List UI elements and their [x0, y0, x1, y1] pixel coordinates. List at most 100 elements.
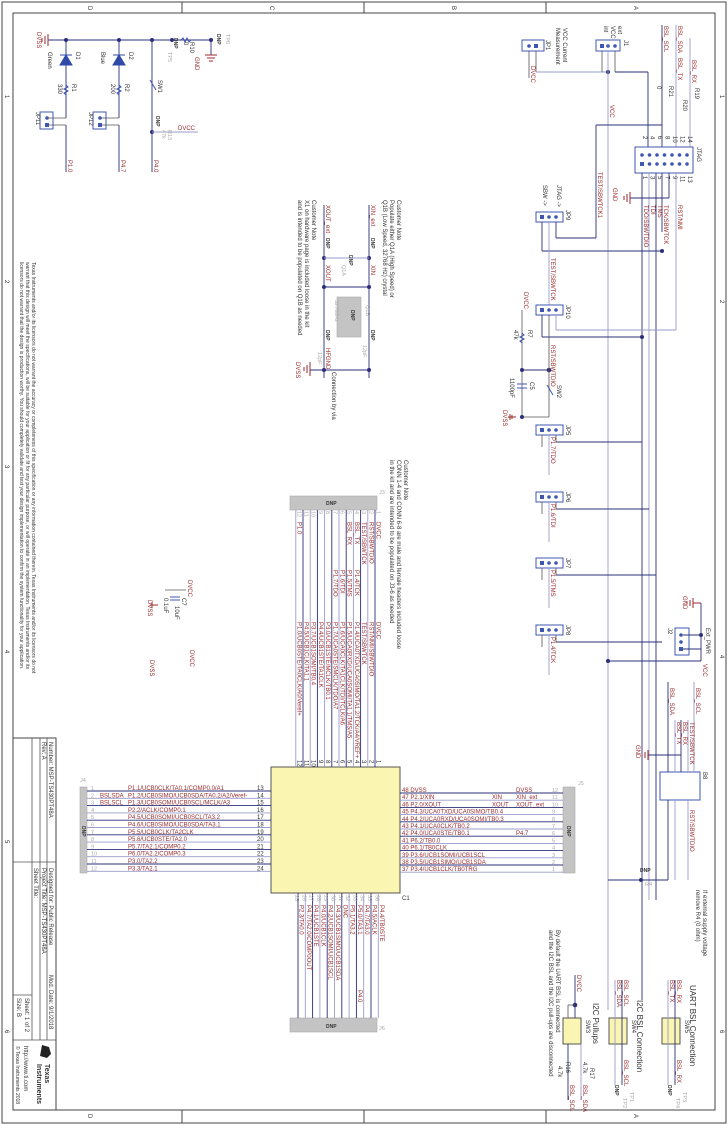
- schematic-label: GND: [611, 188, 617, 202]
- header-pin-number: 3: [552, 853, 555, 859]
- schematic-label: Texas: [43, 1064, 50, 1083]
- pin-number: 32: [344, 895, 350, 901]
- jumper-net-label: P1.6/TDI: [549, 504, 555, 528]
- schematic-stroke: [613, 44, 617, 48]
- schematic-stroke: JP5P1.7/TDOJP6P1.6/TDIJP7P1.5/TMSJP8P1.4…: [535, 424, 662, 675]
- pin-label: P1.4/UCA0TXD/UCA0SIMO/TA1.2/TCK/A4/VREF+: [353, 622, 359, 759]
- pin-label: RST/NMI/SBWTDIO: [367, 622, 373, 677]
- jumper-label: JP5: [564, 425, 570, 436]
- schematic-label: TCK/SBWTCK: [662, 205, 668, 244]
- jumper-pin: [547, 561, 551, 565]
- pin-label: 42 P4.0/UCA0STE/TB0.1: [402, 831, 470, 837]
- header-pin-number: 2: [91, 793, 94, 799]
- schematic-label: DVSS: [146, 600, 152, 616]
- schematic-label: DNP: [565, 826, 571, 837]
- jtag-pin-number: 10: [671, 136, 677, 143]
- pin-label: 41 P6.2/TB0.0: [402, 838, 441, 844]
- schematic-label: C5: [528, 382, 534, 390]
- schematic-label: DNP: [640, 868, 651, 874]
- jtag-pin-number: 5: [656, 176, 662, 180]
- pin-label: 48 DVSS: [402, 788, 427, 794]
- pin-number: 13: [257, 786, 264, 792]
- pin-label: P3.3/TA2.1: [128, 866, 158, 872]
- jtag-pin-number: 8: [664, 136, 670, 140]
- rev: Rev: A: [40, 742, 46, 760]
- crystal-q1b: [336, 296, 362, 338]
- d1-color: Green: [46, 52, 52, 69]
- pin-number: 5: [346, 760, 352, 764]
- schematic-stroke: [554, 215, 558, 219]
- schematic-label: DNP: [215, 34, 221, 45]
- pin-number: 9: [317, 760, 323, 764]
- schematic-label: BSL_SCL: [568, 1085, 574, 1112]
- jtag-pin-number: 6: [656, 136, 662, 140]
- d2-label: D2: [127, 52, 133, 60]
- header-j6: [289, 1017, 378, 1033]
- schematic-stroke: [640, 335, 644, 339]
- schematic-label: TMS: [656, 205, 662, 218]
- zone-row-4-right: 4: [718, 655, 724, 659]
- pin-label: P4.4/TB0STE: [378, 905, 384, 942]
- jtag-pin: [670, 153, 674, 157]
- schematic-stroke: [534, 44, 538, 48]
- header-j3: [289, 495, 378, 511]
- schematic-stroke: [679, 647, 683, 651]
- schematic-label: Q1B: [364, 305, 370, 316]
- schematic-label: BSL_SCL: [622, 1060, 628, 1087]
- schematic-label: TEST/SBWTCK: [549, 258, 555, 301]
- schematic-label: VCC Current: [561, 28, 567, 63]
- header-pin-number: 10: [552, 802, 558, 808]
- pin-label: 38 P3.5/UCB1SIMO/UCB1SDA: [402, 860, 486, 866]
- schematic-label: int: [602, 26, 608, 33]
- led-icon: [112, 54, 126, 66]
- pin-label: P4.5/ACLK: [371, 905, 377, 935]
- pin-label: P5.6/UCB0STE/TA2.0: [128, 837, 188, 843]
- schematic-label: VCC: [701, 664, 707, 677]
- schematic-label: 1100pF: [508, 378, 514, 398]
- pin-number: 31: [337, 895, 343, 901]
- schematic-label: TP3: [681, 1092, 687, 1102]
- schematic-label: DVSS: [294, 362, 300, 378]
- pin-label: P1.0/UCB0STE/TA0CLK/A0/Veref+: [295, 622, 301, 716]
- header-pin-number: 6: [552, 831, 555, 837]
- mod-date: Mod. Date: 9/1/2018: [47, 975, 53, 1030]
- jumper-pin: [547, 428, 551, 432]
- schematic-label: C7: [180, 598, 186, 606]
- schematic-label: BSL_SDA: [668, 688, 674, 715]
- net-label: RST/SBWTDIO: [367, 522, 373, 564]
- pin-label: P6.0/TA2.2/COMP0.3: [128, 852, 186, 858]
- d2-color: Blue: [99, 52, 105, 65]
- disclaimer: Texas Instruments and/or its licensors d…: [18, 262, 36, 674]
- jtag-pin-1: [640, 162, 644, 166]
- mcu-ref: C1: [402, 896, 410, 902]
- header-pin-number: 12: [91, 866, 97, 872]
- pin-label: P4.2/UCB1SOMI/UCB1SCL: [327, 905, 333, 980]
- schematic-label: Q1B (Low Speed, 32768 Hz) crystal: [381, 200, 387, 296]
- schematic-label: Populate either Q1A (High Speed) or: [388, 200, 394, 298]
- pin-number: 34: [359, 895, 365, 901]
- header-pin-number: 9: [91, 844, 94, 850]
- schematic-stroke: [540, 308, 544, 312]
- schematic-stroke: [150, 602, 158, 608]
- schematic-stroke: [623, 192, 631, 204]
- schematic-label: TP5: [166, 52, 172, 62]
- zone-col-c: C: [268, 6, 274, 11]
- schematic-label: SW1: [156, 80, 162, 94]
- header-pin-number: 4: [91, 808, 94, 814]
- schematic-stroke: [520, 415, 524, 419]
- schematic-label: HFGND: [324, 348, 330, 370]
- disclaimer-line: Texas Instruments and/or its licensors d…: [30, 262, 36, 674]
- led-section: DVSS D1 Green D2 Blue R1 330 R2 200 JP11…: [34, 32, 230, 173]
- schematic-label: DVCC: [575, 975, 581, 993]
- zone-row-2: 2: [3, 280, 9, 284]
- zone-row-6: 6: [3, 1030, 9, 1034]
- schematic-label: R7: [526, 330, 532, 338]
- pin-label: P5.7/TA2.1/COMP0.2: [128, 844, 186, 850]
- schematic-label: TDI: [649, 205, 655, 215]
- sheet-number: Sheet: 1 of 2: [23, 998, 29, 1033]
- header-pin-number: 8: [552, 817, 555, 823]
- schematic-label: DNP: [172, 38, 178, 49]
- pin-label: P4.1/UCB1STE: [312, 905, 318, 947]
- pin-number: 12: [295, 760, 301, 767]
- schematic-stroke: [45, 116, 49, 120]
